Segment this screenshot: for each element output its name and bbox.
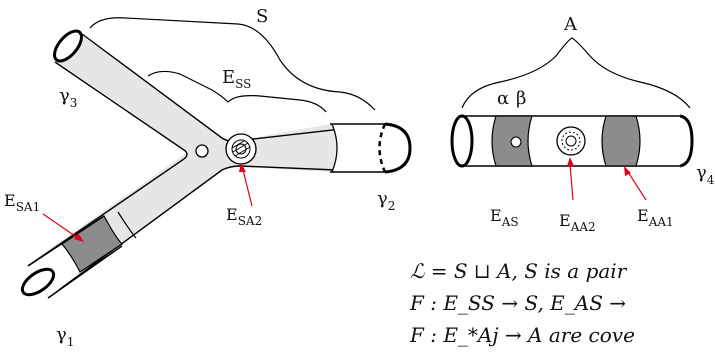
annulus-SA2 xyxy=(225,133,257,165)
label-E_SA1: ESA1 xyxy=(4,191,40,214)
gamma2-boundary-front xyxy=(384,122,412,174)
label-E_AA2: EAA2 xyxy=(559,211,596,234)
lower-tube-top-edge xyxy=(27,215,105,267)
brace-E_SS xyxy=(147,70,327,113)
label-E_SA2: ESA2 xyxy=(226,205,262,228)
label-E_AS: EAS xyxy=(490,206,519,229)
brace-A xyxy=(461,37,691,109)
right-tube-seam xyxy=(331,123,338,173)
label-beta: β xyxy=(516,88,526,109)
gamma2-boundary-back xyxy=(378,123,387,173)
label-gamma4: γ4 xyxy=(696,162,715,187)
math-line-3: F : E_*Aj → A are cove xyxy=(409,323,635,347)
right-tube-end-white xyxy=(332,124,385,172)
label-E_SS: ESS xyxy=(222,67,251,91)
annulus-AA2 xyxy=(556,126,586,156)
gamma1-boundary-ellipse xyxy=(20,267,56,297)
annulus-A xyxy=(450,114,694,168)
math-text-block: ℒ = S ⊔ A, S is a pair F : E_SS → S, E_A… xyxy=(409,259,635,347)
arrow-E_SA1 xyxy=(42,213,84,242)
upper-left-tube xyxy=(28,34,385,296)
label-alpha: α xyxy=(497,88,509,109)
brace-S xyxy=(89,17,376,111)
label-S: S xyxy=(256,6,268,27)
pants-outline-inner-upper xyxy=(27,61,188,267)
pair-of-pants-S xyxy=(20,29,412,299)
label-E_AA1: EAA1 xyxy=(637,206,674,229)
arrow-E_AA2 xyxy=(567,157,574,201)
label-gamma2: γ2 xyxy=(377,188,395,213)
arrow-E_AA1 xyxy=(624,166,647,201)
label-gamma3: γ3 xyxy=(59,85,77,110)
band-E_AA1 xyxy=(601,115,641,167)
lower-tube-seam xyxy=(117,211,137,239)
annulus-left-end xyxy=(450,114,474,168)
math-line-2: F : E_SS → S, E_AS → xyxy=(409,291,626,315)
label-gamma1: γ1 xyxy=(56,324,74,349)
junction-hole xyxy=(195,144,209,158)
band-hole xyxy=(510,136,522,148)
lower-tube-bottom-edge xyxy=(47,245,123,299)
gamma3-boundary-ellipse xyxy=(53,29,83,63)
lower-tube-band-SA1 xyxy=(61,215,123,273)
pants-outline-bottom xyxy=(47,165,386,299)
label-A: A xyxy=(563,14,578,35)
math-line-1: ℒ = S ⊔ A, S is a pair xyxy=(410,259,628,283)
gamma4-boundary-front xyxy=(679,114,694,168)
arrow-E_SA2 xyxy=(239,163,253,207)
